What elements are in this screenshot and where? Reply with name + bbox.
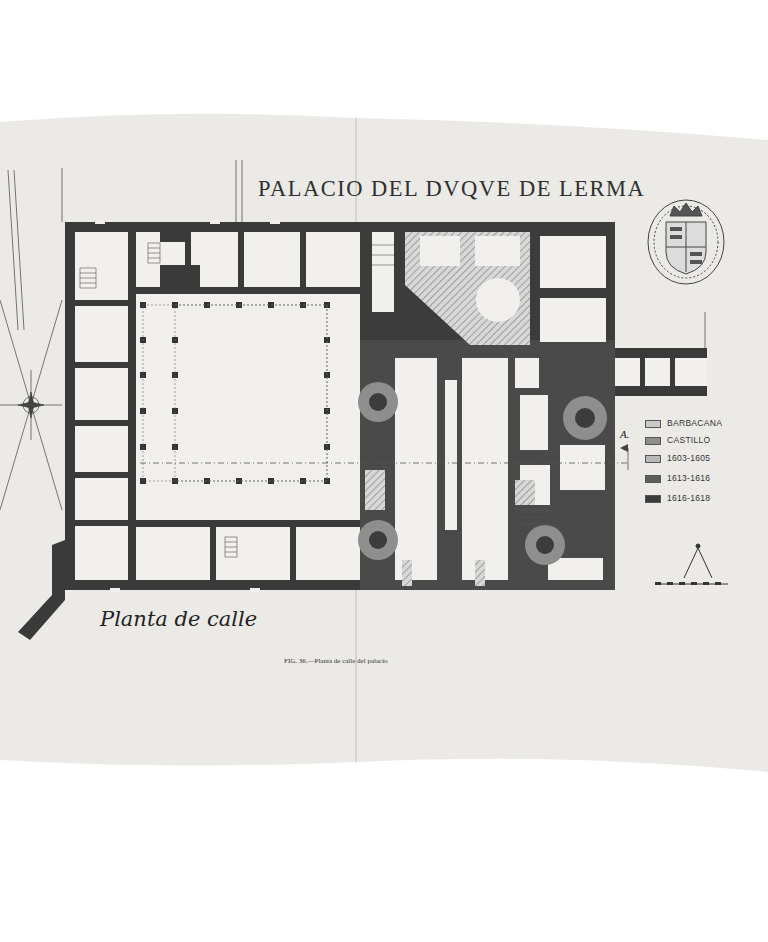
figure-caption: FIG. 36.—Planta de calle del palacio xyxy=(284,657,388,665)
legend-swatch xyxy=(645,437,661,445)
legend-text: 1603-1605 xyxy=(667,453,710,463)
plan-name: Planta de calle xyxy=(100,607,257,631)
plan-title: PALACIO DEL DVQVE DE LERMA xyxy=(258,176,645,202)
legend-swatch xyxy=(645,420,661,428)
legend-swatch xyxy=(645,495,661,503)
legend-text: BARBACANA xyxy=(667,418,722,428)
legend-swatch xyxy=(645,455,661,463)
legend-text: CASTILLO xyxy=(667,435,711,445)
legend-text: 1616-1618 xyxy=(667,493,710,503)
legend-text: 1613-1616 xyxy=(667,473,710,483)
section-mark: A. xyxy=(620,428,629,440)
legend-swatch xyxy=(645,475,661,483)
